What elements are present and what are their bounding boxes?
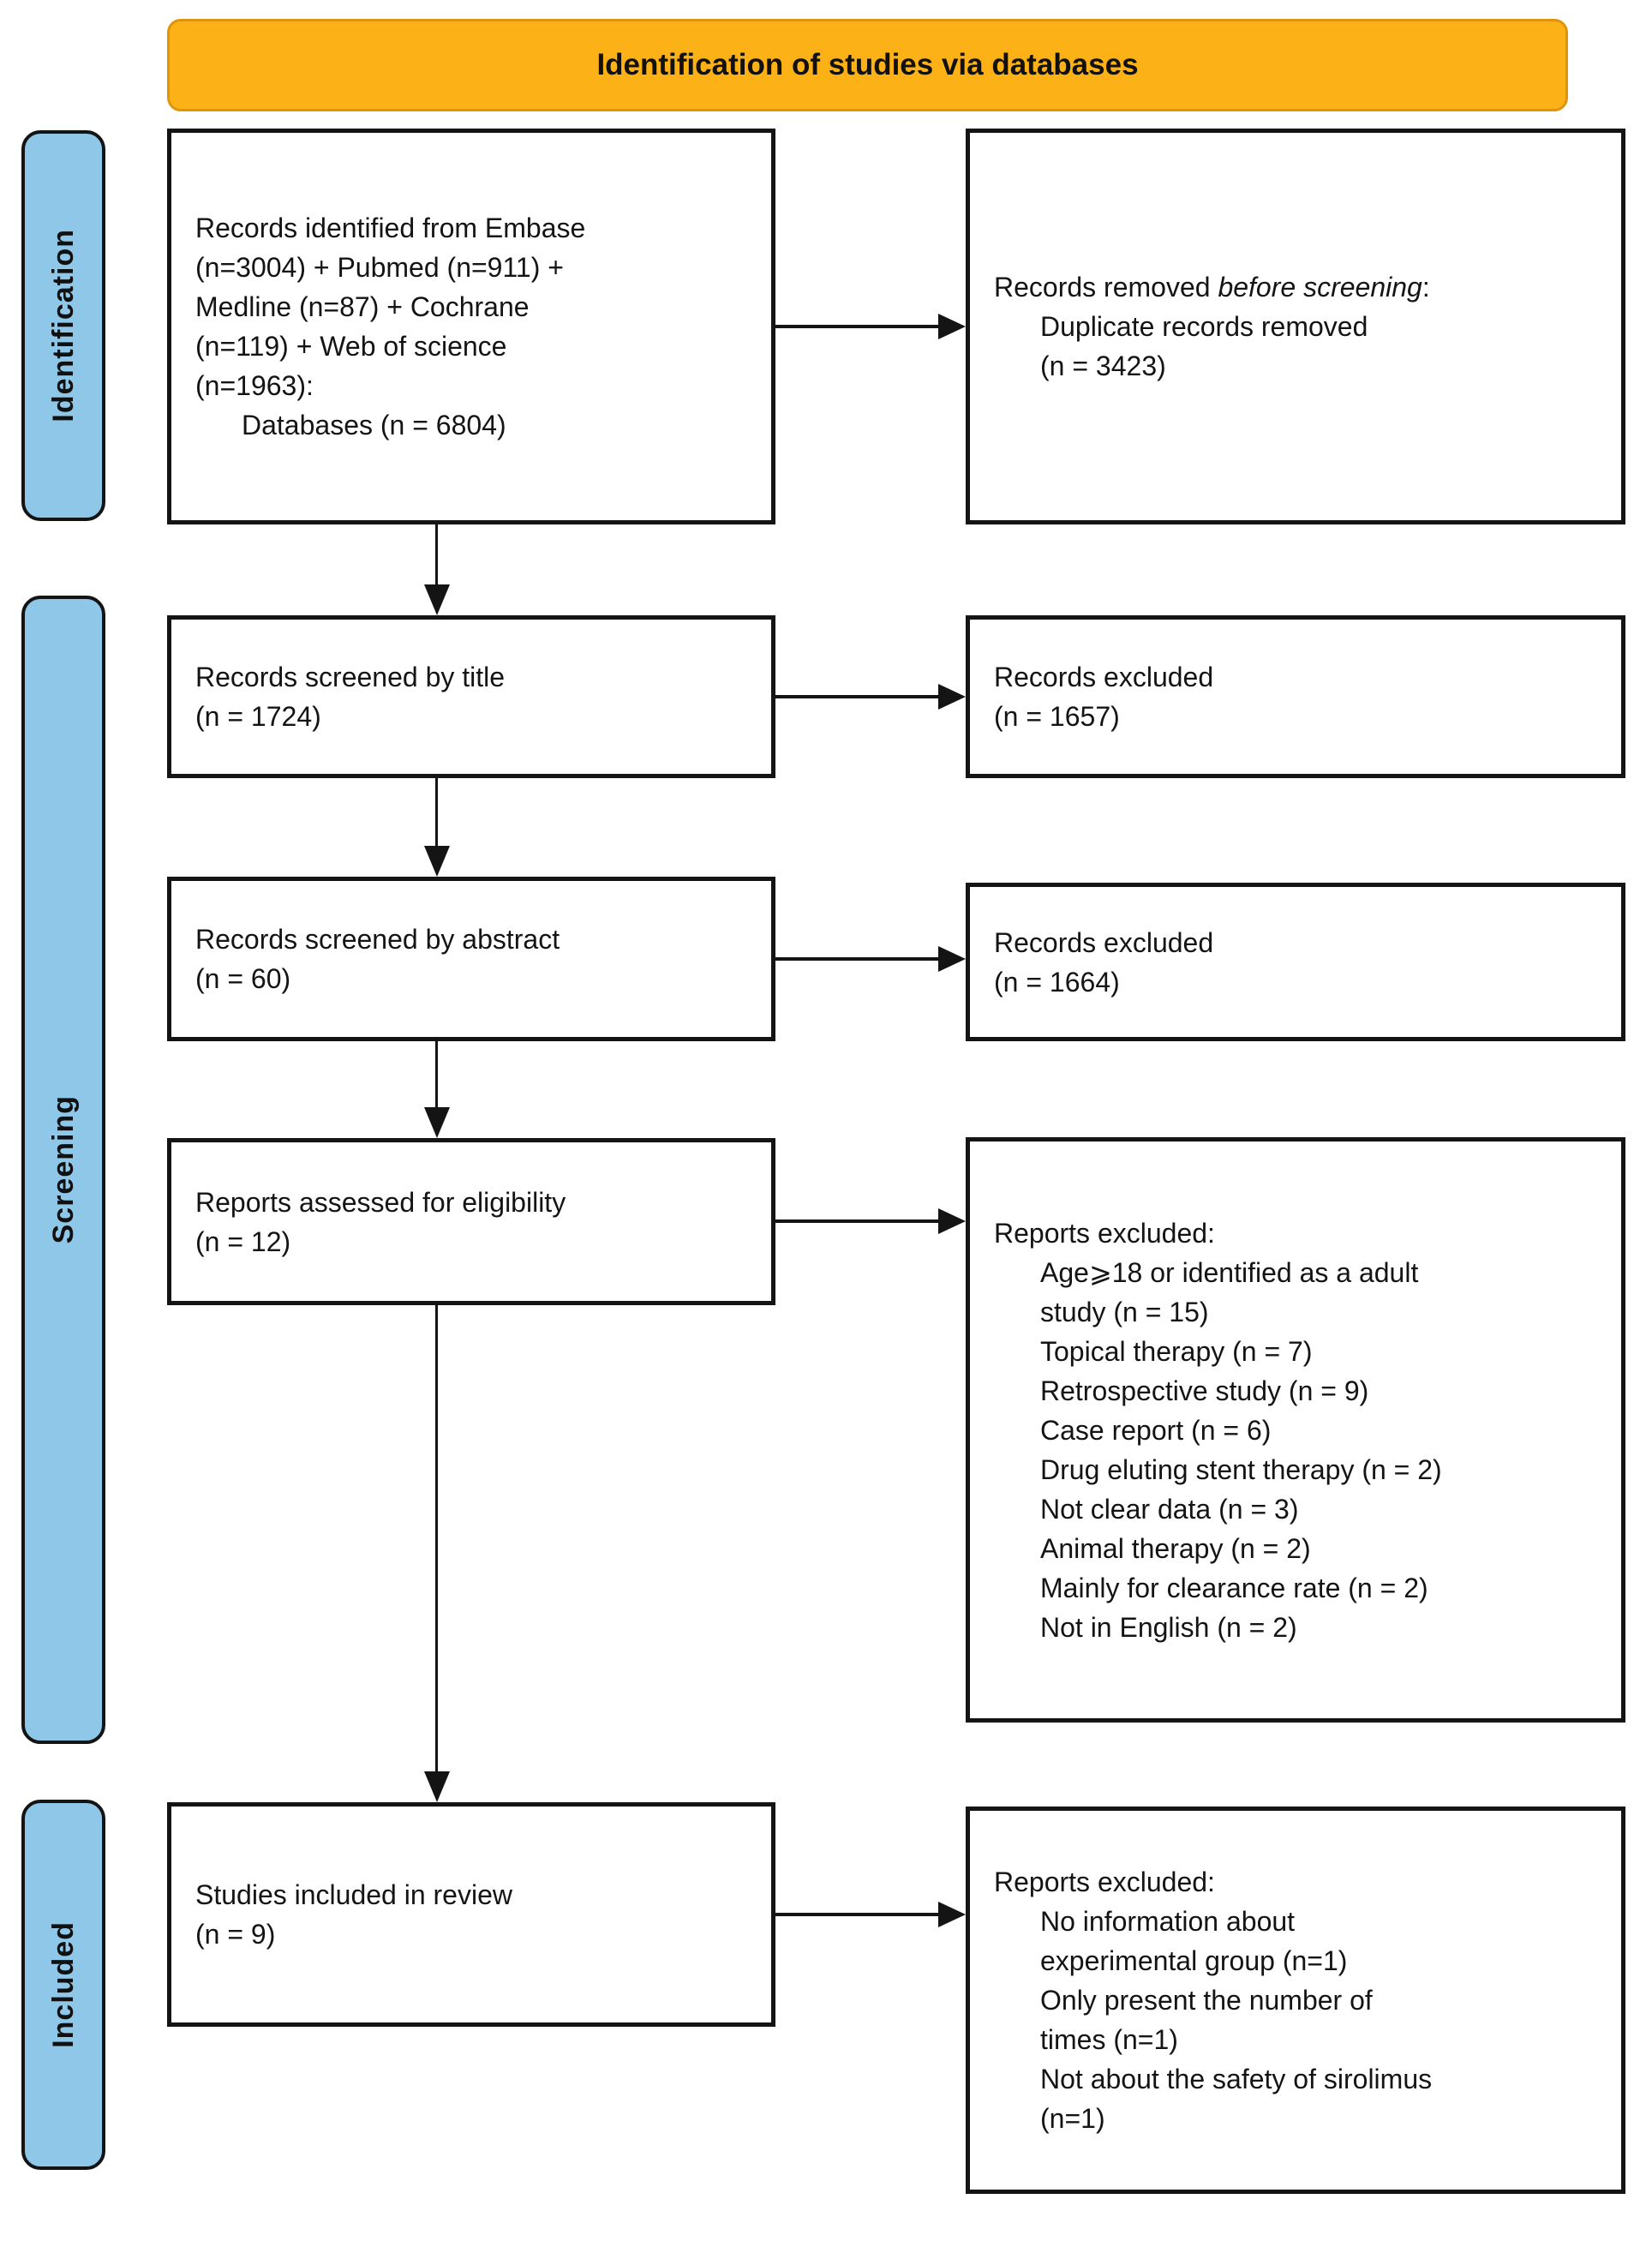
reports-assessed-text: Reports assessed for eligibility (n = 12… — [195, 1186, 566, 1257]
records-identified-text: Records identified from Embase (n=3004) … — [195, 213, 586, 401]
records-excluded-title-text: Records excluded (n = 1657) — [994, 662, 1214, 732]
arrowhead-right-icon — [938, 684, 966, 710]
arrowhead-right-icon — [938, 1208, 966, 1234]
excluded-reason-topical: Topical therapy (n = 7) — [1040, 1335, 1313, 1367]
records-removed-suffix: : — [1422, 272, 1430, 303]
arrowhead-down-icon — [424, 584, 450, 615]
reports-excluded-eligibility-title: Reports excluded: — [994, 1217, 1215, 1249]
excluded-reason-age: Age⩾18 or identified as a adult study (n… — [1040, 1256, 1419, 1327]
box-studies-included: Studies included in review (n = 9) — [167, 1802, 775, 2027]
box-records-removed-before-screening: Records removed before screening: Duplic… — [966, 129, 1625, 524]
excluded-reason-stent: Drug eluting stent therapy (n = 2) — [1040, 1453, 1442, 1485]
stage-label-identification: Identification — [46, 229, 80, 422]
excluded-reason-not-english: Not in English (n = 2) — [1040, 1611, 1297, 1643]
stage-bar-identification: Identification — [21, 130, 105, 521]
box-records-excluded-abstract: Records excluded (n = 1664) — [966, 883, 1625, 1041]
box-reports-excluded-eligibility: Reports excluded: Age⩾18 or identified a… — [966, 1137, 1625, 1723]
excluded-reason-retrospective: Retrospective study (n = 9) — [1040, 1375, 1369, 1406]
records-excluded-abstract-text: Records excluded (n = 1664) — [994, 926, 1214, 998]
stage-bar-included: Included — [21, 1800, 105, 2170]
arrowhead-right-icon — [938, 314, 966, 339]
records-screened-title-text: Records screened by title (n = 1724) — [195, 662, 506, 732]
excluded-reason-clearance-rate: Mainly for clearance rate (n = 2) — [1040, 1572, 1428, 1603]
reports-excluded-review-title: Reports excluded: — [994, 1867, 1215, 1897]
duplicate-records-removed-text: Duplicate records removed (n = 3423) — [1040, 311, 1368, 381]
arrowhead-down-icon — [424, 846, 450, 877]
records-screened-abstract-text: Records screened by abstract (n = 60) — [195, 924, 560, 994]
studies-included-text: Studies included in review (n = 9) — [195, 1879, 512, 1950]
records-removed-heading: Records removed before screening: — [994, 267, 1601, 307]
records-removed-italic: before screening — [1218, 272, 1422, 303]
banner-identification-via-databases: Identification of studies via databases — [167, 19, 1568, 111]
excluded-reason-no-information: No information about experimental group … — [1040, 1906, 1348, 1976]
box-records-screened-abstract: Records screened by abstract (n = 60) — [167, 877, 775, 1041]
arrow-shaft — [435, 778, 438, 846]
excluded-reason-case-report: Case report (n = 6) — [1040, 1414, 1272, 1446]
box-records-excluded-title: Records excluded (n = 1657) — [966, 615, 1625, 778]
excluded-reason-only-number-of-times: Only present the number of times (n=1) — [1040, 1985, 1373, 2055]
box-reports-excluded-review: Reports excluded: No information about e… — [966, 1807, 1625, 2194]
arrow-shaft — [435, 1305, 438, 1771]
stage-bar-screening: Screening — [21, 596, 105, 1744]
excluded-reason-not-safety-sirolimus: Not about the safety of sirolimus (n=1) — [1040, 2064, 1433, 2134]
arrow-shaft — [435, 1041, 438, 1107]
arrow-shaft — [775, 1913, 938, 1916]
arrow-shaft — [775, 695, 938, 698]
records-identified-databases-total: Databases (n = 6804) — [242, 410, 506, 440]
arrowhead-down-icon — [424, 1107, 450, 1138]
records-removed-prefix: Records removed — [994, 272, 1218, 303]
arrowhead-right-icon — [938, 1902, 966, 1927]
arrow-shaft — [775, 957, 938, 961]
arrow-shaft — [775, 1219, 938, 1223]
banner-title: Identification of studies via databases — [596, 48, 1139, 81]
stage-label-included: Included — [46, 1921, 80, 2048]
box-reports-assessed-eligibility: Reports assessed for eligibility (n = 12… — [167, 1138, 775, 1305]
arrowhead-down-icon — [424, 1771, 450, 1802]
box-records-screened-title: Records screened by title (n = 1724) — [167, 615, 775, 778]
excluded-reason-not-clear-data: Not clear data (n = 3) — [1040, 1493, 1299, 1525]
excluded-reason-animal: Animal therapy (n = 2) — [1040, 1532, 1311, 1564]
arrowhead-right-icon — [938, 946, 966, 972]
box-records-identified: Records identified from Embase (n=3004) … — [167, 129, 775, 524]
arrow-shaft — [775, 325, 938, 328]
stage-label-screening: Screening — [46, 1095, 80, 1244]
arrow-shaft — [435, 524, 438, 584]
